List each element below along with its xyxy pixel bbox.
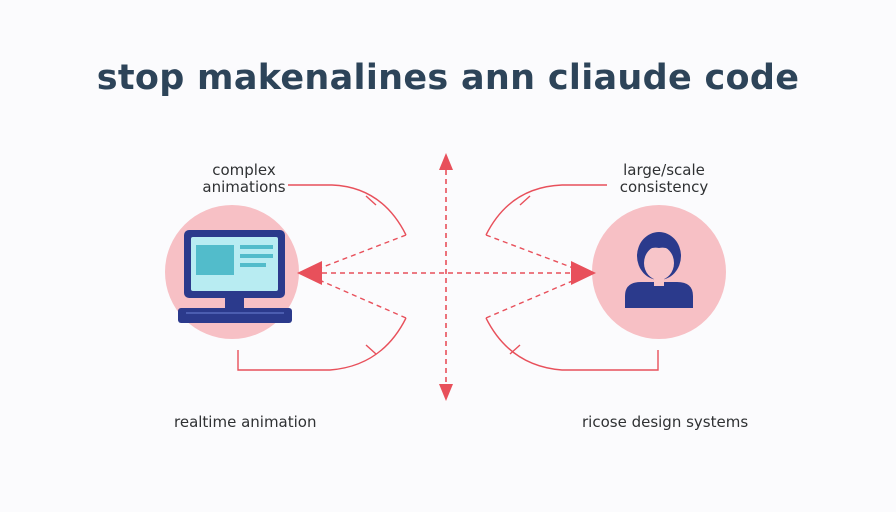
vertical-axis xyxy=(439,153,453,401)
curve-top-right xyxy=(485,184,607,236)
arrow-up-icon xyxy=(439,153,453,170)
label-complex-animations-line2: animations xyxy=(202,178,286,196)
arrow-down-icon xyxy=(439,384,453,401)
right-node xyxy=(592,205,726,339)
tick-bottom-left xyxy=(365,344,377,355)
left-node xyxy=(165,205,299,339)
arrow-left-icon xyxy=(297,261,322,285)
tick-top-left xyxy=(365,195,377,206)
label-large-scale-consistency-line2: consistency xyxy=(619,178,709,196)
computer-monitor-icon xyxy=(178,230,292,323)
label-realtime-animation: realtime animation xyxy=(174,413,317,431)
label-large-scale-consistency: large/scale consistency xyxy=(604,162,724,196)
diagonal-bottom-right xyxy=(485,275,585,319)
label-complex-animations-line1: complex xyxy=(212,161,276,179)
curved-connectors xyxy=(237,184,659,371)
person-avatar-icon xyxy=(625,232,693,308)
diagonal-top-left xyxy=(309,234,407,273)
diagonal-bottom-left xyxy=(309,275,407,319)
curve-bottom-left xyxy=(237,317,407,371)
diagonal-connectors xyxy=(309,234,585,319)
label-complex-animations: complex animations xyxy=(196,162,292,196)
label-large-scale-consistency-line1: large/scale xyxy=(623,161,705,179)
tick-top-right xyxy=(519,195,531,206)
page-title: stop makenalines ann cliaude code xyxy=(96,58,800,98)
curve-top-left xyxy=(288,184,407,236)
label-design-systems: ricose design systems xyxy=(582,413,749,431)
diagonal-top-right xyxy=(485,234,585,273)
tick-bottom-right xyxy=(509,344,521,355)
curve-bottom-right xyxy=(485,317,659,371)
arrow-right-icon xyxy=(571,261,596,285)
